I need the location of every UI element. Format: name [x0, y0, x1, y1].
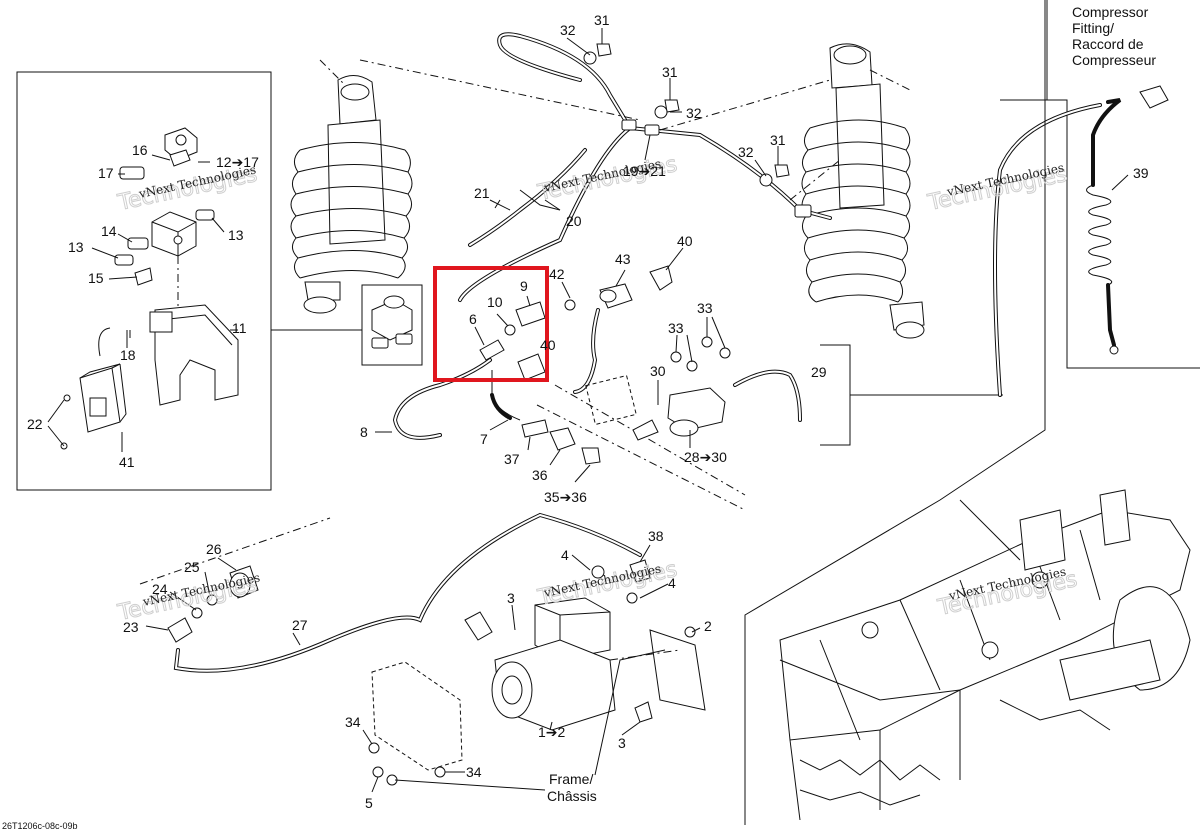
callout-labels: 32 31 31 32 31 32 19➔21 21 20 16 12➔17 1… [27, 12, 1149, 811]
callout-32: 32 [738, 144, 754, 160]
callout-21: 21 [474, 185, 490, 201]
callout-12-17: 12➔17 [216, 154, 259, 170]
callout-15: 15 [88, 270, 104, 286]
frame-label: Frame/ Châssis [547, 771, 597, 804]
reference-code: 26T1206c-08c-09b [2, 821, 78, 831]
highlighted-parts-group [433, 266, 549, 421]
valve-block [151, 211, 197, 257]
right-shock-absorber [801, 43, 925, 339]
fitting-14 [127, 237, 149, 250]
vehicle-frame [744, 0, 1191, 825]
fitting-17 [119, 166, 145, 180]
callout-1-2: 1➔2 [538, 724, 566, 740]
center-valve-frame [361, 284, 423, 366]
callout-33: 33 [697, 300, 713, 316]
callout-5: 5 [365, 795, 373, 811]
callout-24: 24 [152, 581, 168, 597]
upper-air-lines [359, 28, 841, 302]
compressor-label-line2: Fitting/ [1072, 20, 1114, 36]
callout-11: 11 [232, 320, 247, 336]
callout-20: 20 [566, 213, 582, 229]
callout-39: 39 [1133, 165, 1149, 181]
bracket-28 [667, 387, 726, 431]
callout-37: 37 [504, 451, 520, 467]
valve-detail-frame [16, 71, 272, 491]
part-6-fitting [479, 339, 505, 361]
part-9-tube [515, 301, 546, 327]
callout-32: 32 [560, 22, 576, 38]
compressor-label-line4: Compresseur [1072, 52, 1156, 68]
callout-13: 13 [228, 227, 244, 243]
part-40-clip [517, 353, 546, 381]
frame-label-line1: Frame/ [549, 771, 593, 787]
compressor-fitting-label: Compressor Fitting/ Raccord de Compresse… [1072, 4, 1156, 68]
watermarks: Technologies vNext Technologies Technolo… [115, 152, 1080, 627]
fitting-13-right [195, 209, 215, 221]
callout-2: 2 [704, 618, 712, 634]
callout-7: 7 [480, 431, 488, 447]
callout-34: 34 [345, 714, 361, 730]
callout-13: 13 [68, 239, 84, 255]
pressure-sensor-group [561, 247, 684, 394]
callout-22: 22 [27, 416, 43, 432]
callout-8: 8 [360, 424, 368, 440]
callout-3: 3 [507, 590, 515, 606]
clip-40 [649, 265, 673, 291]
compressor-fitting-frame [1046, 0, 1200, 369]
callout-33: 33 [668, 320, 684, 336]
callout-27: 27 [292, 617, 308, 633]
callout-28-30: 28➔30 [684, 449, 727, 465]
callout-6: 6 [469, 311, 477, 327]
part-10-ring [504, 324, 516, 336]
callout-35-36: 35➔36 [544, 489, 587, 505]
callout-14: 14 [101, 223, 117, 239]
compressor-hose-group [139, 512, 642, 673]
red-highlight-box [433, 266, 549, 382]
callout-9: 9 [520, 278, 528, 294]
callout-26: 26 [206, 541, 222, 557]
callout-31: 31 [662, 64, 678, 80]
callout-10: 10 [487, 294, 503, 310]
callout-36: 36 [532, 467, 548, 483]
lower-center-fittings [489, 393, 601, 483]
callout-31: 31 [770, 132, 786, 148]
callout-41: 41 [119, 454, 135, 470]
callout-3: 3 [618, 735, 626, 751]
callout-19-21: 19➔21 [623, 163, 666, 179]
bracket-11 [154, 304, 239, 406]
compressor-label-line3: Raccord de [1072, 36, 1144, 52]
compressor-group [362, 544, 706, 793]
callout-4: 4 [668, 575, 676, 591]
callout-42: 42 [549, 266, 565, 282]
frame-body [779, 509, 1191, 741]
callout-30: 30 [650, 363, 666, 379]
callout-18: 18 [120, 347, 136, 363]
callout-23: 23 [123, 619, 139, 635]
callout-43: 43 [615, 251, 631, 267]
left-shock-absorber [290, 59, 413, 314]
callout-31: 31 [594, 12, 610, 28]
callout-38: 38 [648, 528, 664, 544]
callout-32: 32 [686, 105, 702, 121]
callout-25: 25 [184, 559, 200, 575]
callout-34: 34 [466, 764, 482, 780]
callout-40: 40 [677, 233, 693, 249]
callout-29: 29 [811, 364, 827, 380]
bracket-2 [649, 629, 706, 711]
compressor-label-line1: Compressor [1072, 4, 1149, 20]
callout-17: 17 [98, 165, 114, 181]
callout-40: 40 [540, 337, 556, 353]
fitting-15 [134, 267, 153, 286]
center-valve-group [361, 284, 492, 440]
solenoid-bracket-group [536, 316, 1003, 511]
fitting-13-left [114, 254, 134, 266]
compressor-fitting-panel [993, 0, 1200, 397]
mount-plate [371, 661, 463, 771]
valve-detail-panel [16, 71, 362, 491]
callout-4: 4 [561, 547, 569, 563]
frame-label-line2: Châssis [547, 788, 597, 804]
callout-16: 16 [132, 142, 148, 158]
